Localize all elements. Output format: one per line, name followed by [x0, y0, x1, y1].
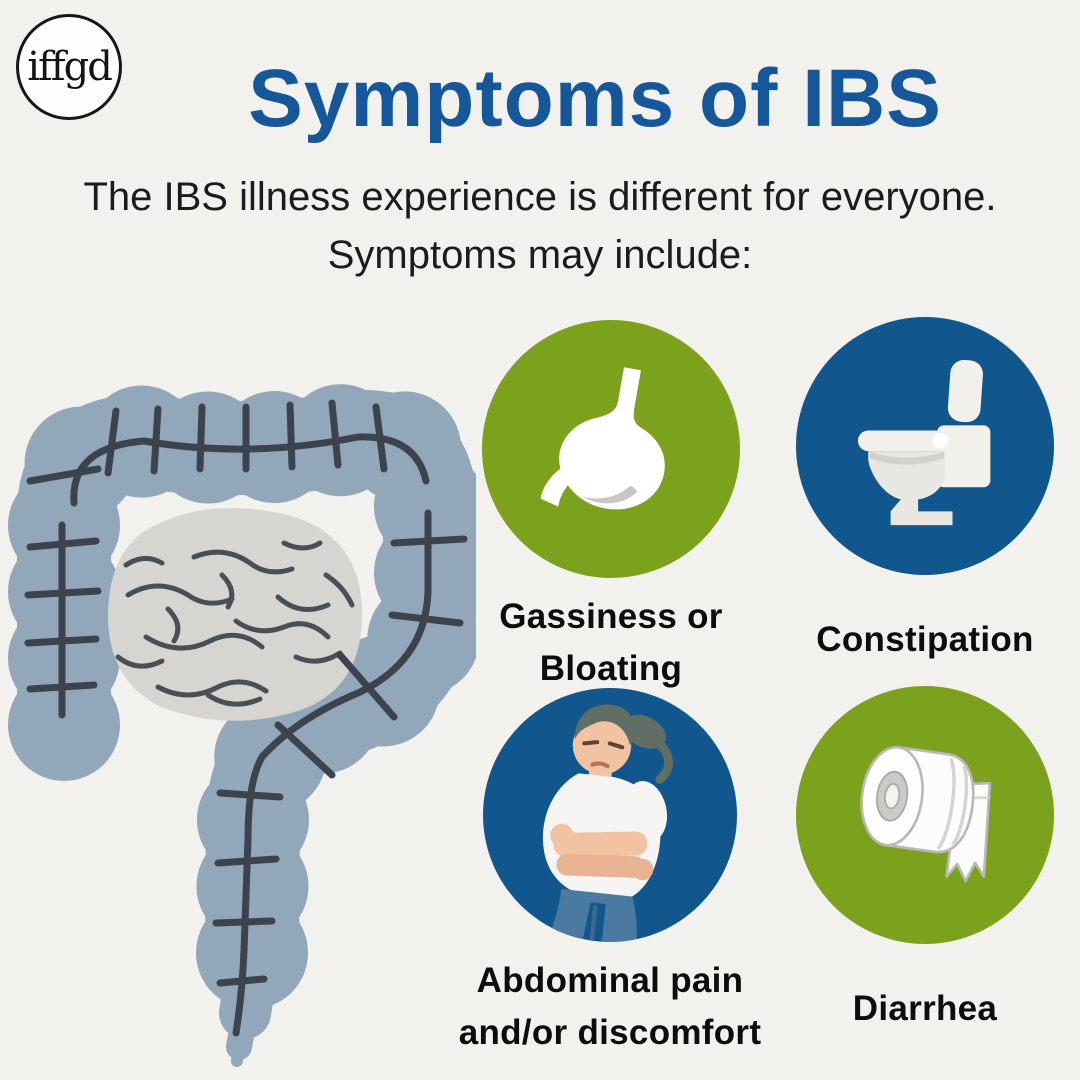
page-title: Symptoms of IBS — [248, 53, 942, 144]
abdominal-pain-label-line-2: and/or discomfort — [458, 1013, 762, 1052]
symptom-card-gassiness-bloating: Gassiness or Bloating — [451, 320, 771, 704]
symptom-card-constipation: Constipation — [764, 317, 1080, 701]
constipation-label-line-1: Constipation — [816, 619, 1034, 659]
subtitle-line-1: The IBS illness experience is different … — [83, 175, 997, 219]
constipation-label: Constipation — [816, 579, 1033, 701]
abdominal-pain-label-line-1: Abdominal pain — [476, 960, 744, 1000]
abdominal-pain-label: Abdominal pain and/or discomfort — [459, 946, 762, 1068]
diarrhea-label: Diarrhea — [853, 948, 997, 1070]
subtitle: The IBS illness experience is different … — [0, 168, 1080, 284]
gassiness-label-line-2: Bloating — [539, 649, 683, 688]
stomach-icon — [540, 367, 665, 510]
toilet-paper-icon — [860, 745, 992, 883]
person-abdominal-pain-icon — [542, 704, 673, 942]
toilet-icon — [857, 360, 991, 526]
abdominal-pain-circle — [483, 688, 737, 942]
subtitle-line-2: Symptoms may include: — [327, 233, 753, 277]
iffgd-logo-text: iffgd — [27, 44, 113, 90]
gassiness-circle — [482, 320, 740, 578]
gassiness-label-line-1: Gassiness or — [499, 596, 723, 636]
symptom-card-diarrhea: Diarrhea — [764, 686, 1080, 1070]
constipation-circle — [796, 317, 1054, 575]
diarrhea-circle — [796, 686, 1054, 944]
intestines-illustration — [8, 381, 476, 1067]
gassiness-label: Gassiness or Bloating — [499, 582, 722, 704]
symptom-card-abdominal-pain: Abdominal pain and/or discomfort — [430, 688, 790, 1068]
iffgd-logo: iffgd — [16, 14, 122, 120]
diarrhea-label-line-1: Diarrhea — [852, 988, 998, 1028]
